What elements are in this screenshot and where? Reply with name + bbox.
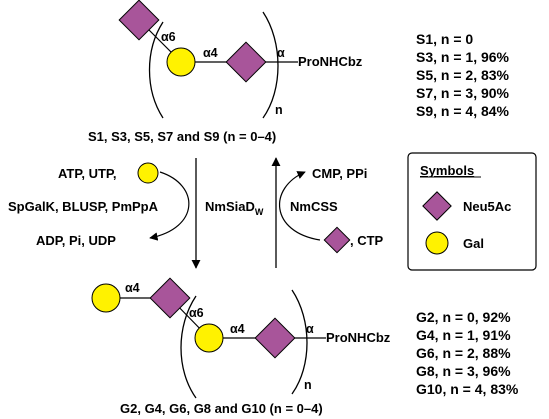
bottom-caption: G2, G4, G6, G8 and G10 (n = 0–4): [120, 401, 323, 416]
top-caption: S1, S3, S5, S7 and S9 (n = 0–4): [88, 129, 276, 144]
gal-circle-icon: [194, 323, 224, 353]
right-curved-arrow: [279, 171, 321, 241]
reagents-top: ATP, UTP,: [58, 166, 117, 181]
neu5ac-diamond-icon: [422, 191, 452, 221]
repeat-n: n: [275, 103, 283, 117]
bottom-structure: α4 α6 α4 α ProNHCbz n G2, G4, G6, G8 and…: [91, 277, 391, 416]
gal-circle-icon: [166, 47, 196, 77]
linkage-a6: α6: [161, 30, 176, 44]
list-item: S7, n = 3, 90%: [416, 85, 510, 101]
linkage-a: α: [306, 322, 314, 336]
list-item: S9, n = 4, 84%: [416, 103, 510, 119]
list-item: S5, n = 2, 83%: [416, 67, 510, 83]
repeat-bracket-right: [262, 11, 279, 119]
gal-circle-icon: [91, 283, 121, 313]
legend-gal-label: Gal: [463, 236, 484, 251]
list-item: G6, n = 2, 88%: [416, 345, 511, 361]
repeat-bracket-left: [180, 295, 197, 399]
gal-circle-icon: [425, 231, 449, 255]
reaction-arrows: [149, 157, 321, 269]
legend-neu5ac-label: Neu5Ac: [463, 199, 511, 214]
top-structure: α6 α4 α ProNHCbz n S1, S3, S5, S7 and S9…: [88, 0, 363, 144]
legend-title: Symbols: [420, 163, 474, 178]
reagents-enzymes: SpGalK, BLUSP, PmPpA: [8, 199, 159, 214]
list-item: G2, n = 0, 92%: [416, 309, 511, 325]
repeat-bracket-right: [291, 289, 308, 395]
repeat-n: n: [304, 378, 312, 392]
reagents-bottom: ADP, Pi, UDP: [36, 233, 116, 248]
reagent-ctp: , CTP: [350, 233, 384, 248]
gal-circle-icon: [137, 162, 159, 184]
left-reagents: ATP, UTP, SpGalK, BLUSP, PmPpA ADP, Pi, …: [8, 162, 159, 248]
enzyme-nmsiad: NmSiaDW: [205, 199, 264, 217]
symbols-legend: Symbols Neu5Ac Gal: [407, 152, 537, 271]
top-compound-list: S1, n = 0 S3, n = 1, 96% S5, n = 2, 83% …: [416, 31, 510, 119]
bottom-compound-list: G2, n = 0, 92% G4, n = 1, 91% G6, n = 2,…: [416, 309, 519, 397]
list-item: S1, n = 0: [416, 31, 473, 47]
neu5ac-diamond-icon: [225, 41, 267, 83]
list-item: G8, n = 3, 96%: [416, 363, 511, 379]
linkage-a: α: [277, 46, 285, 60]
linkage-a4-left: α4: [125, 281, 140, 295]
neu5ac-diamond-icon: [149, 277, 191, 319]
linkage-a6: α6: [189, 306, 204, 320]
neu5ac-diamond-icon: [323, 226, 351, 254]
aglycone-label: ProNHCbz: [326, 330, 391, 345]
neu5ac-diamond-icon: [254, 317, 296, 359]
left-curved-arrow: [149, 171, 190, 241]
list-item: S3, n = 1, 96%: [416, 49, 510, 65]
neu5ac-diamond-icon: [118, 0, 160, 41]
byproducts: CMP, PPi: [312, 166, 367, 181]
enzyme-nmcss: NmCSS: [290, 199, 338, 214]
list-item: G4, n = 1, 91%: [416, 327, 511, 343]
right-reagents: CMP, PPi , CTP: [312, 166, 384, 254]
list-item: G10, n = 4, 83%: [416, 381, 519, 397]
aglycone-label: ProNHCbz: [298, 54, 363, 69]
linkage-a4: α4: [230, 322, 245, 336]
repeat-bracket-left: [148, 21, 164, 119]
linkage-a4: α4: [203, 46, 218, 60]
